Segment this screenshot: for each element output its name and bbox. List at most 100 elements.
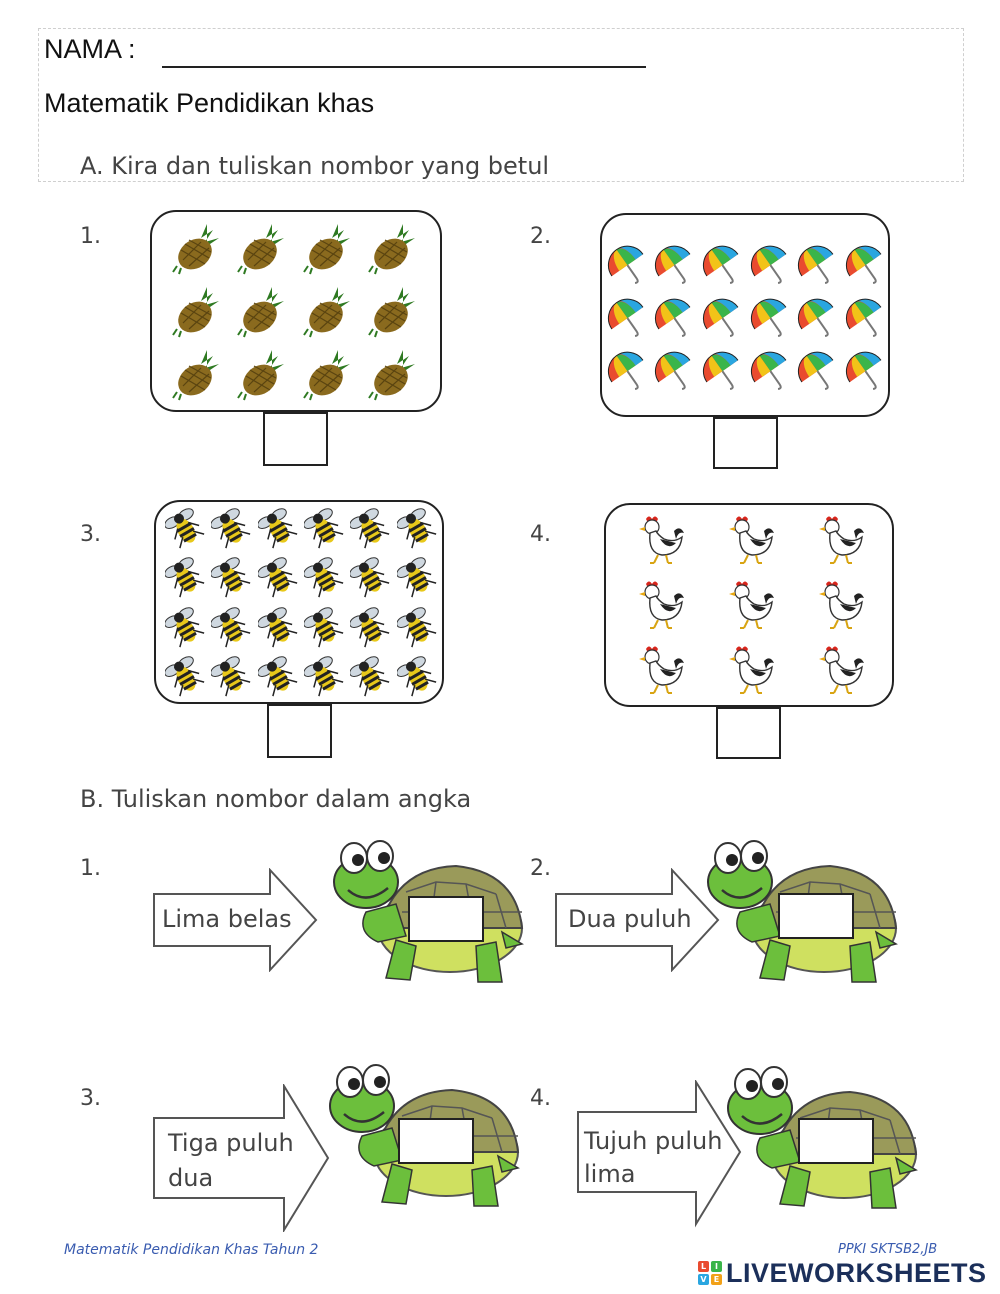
pineapple-icon — [297, 279, 363, 342]
question-b1-number: 1. — [80, 856, 101, 881]
bee-icon — [208, 554, 254, 604]
question-b4-text-line1: Tujuh puluh — [584, 1127, 723, 1155]
umbrella-icon — [652, 292, 700, 345]
umbrella-icon — [604, 346, 652, 399]
pineapple-grid — [166, 216, 428, 406]
umbrella-icon — [842, 239, 890, 292]
chicken-grid — [616, 507, 886, 703]
umbrella-icon — [747, 346, 795, 399]
chicken-icon — [796, 638, 886, 703]
question-b2-text-line1: Dua puluh — [568, 905, 692, 933]
name-answer-line[interactable] — [162, 66, 646, 68]
umbrella-icon — [699, 292, 747, 345]
bee-icon — [255, 504, 301, 554]
chicken-icon — [796, 572, 886, 637]
section-a-title: A. Kira dan tuliskan nombor yang betul — [80, 152, 550, 180]
umbrella-icon — [699, 346, 747, 399]
bee-icon — [347, 554, 393, 604]
bee-icon — [162, 603, 208, 653]
question-b2-answer-box[interactable] — [778, 893, 854, 939]
question-b3-number: 3. — [80, 1086, 101, 1111]
liveworksheets-brand: LIVEWORKSHEETS — [726, 1257, 987, 1288]
umbrella-icon — [604, 292, 652, 345]
pineapple-icon — [363, 343, 429, 406]
chicken-icon — [706, 638, 796, 703]
subject-title: Matematik Pendidikan khas — [44, 88, 375, 118]
question-b4-text-line2: lima — [584, 1160, 636, 1188]
question-a3-number: 3. — [80, 522, 101, 547]
question-a2-number: 2. — [530, 224, 551, 249]
header-frame — [38, 28, 964, 182]
bee-icon — [208, 504, 254, 554]
pineapple-icon — [232, 279, 298, 342]
question-a3-answer-box[interactable] — [267, 704, 332, 758]
bee-icon — [301, 504, 347, 554]
footer-left-text: Matematik Pendidikan Khas Tahun 2 — [64, 1242, 319, 1258]
pineapple-icon — [166, 279, 232, 342]
bee-grid — [162, 504, 440, 702]
bee-icon — [208, 653, 254, 703]
bee-icon — [301, 653, 347, 703]
bee-icon — [394, 653, 440, 703]
question-b2-number: 2. — [530, 856, 551, 881]
umbrella-icon — [795, 346, 843, 399]
bee-icon — [394, 603, 440, 653]
pineapple-icon — [166, 216, 232, 279]
question-b4-answer-box[interactable] — [798, 1118, 874, 1164]
question-a2-picture-box — [600, 213, 890, 417]
question-a4-number: 4. — [530, 522, 551, 547]
chicken-icon — [616, 572, 706, 637]
question-b3-answer-box[interactable] — [398, 1118, 474, 1164]
pineapple-icon — [363, 279, 429, 342]
question-a4-answer-box[interactable] — [716, 707, 781, 759]
bee-icon — [347, 603, 393, 653]
pineapple-icon — [363, 216, 429, 279]
pineapple-icon — [166, 343, 232, 406]
bee-icon — [208, 603, 254, 653]
bee-icon — [162, 504, 208, 554]
umbrella-icon — [652, 239, 700, 292]
question-b3-text-line1: Tiga puluh — [168, 1129, 294, 1157]
bee-icon — [347, 504, 393, 554]
section-b-title: B. Tuliskan nombor dalam angka — [80, 785, 472, 813]
umbrella-grid — [604, 239, 890, 399]
umbrella-icon — [842, 292, 890, 345]
umbrella-icon — [699, 239, 747, 292]
pineapple-icon — [232, 343, 298, 406]
bee-icon — [347, 653, 393, 703]
question-b1-text-line1: Lima belas — [162, 905, 292, 933]
pineapple-icon — [297, 216, 363, 279]
umbrella-icon — [604, 239, 652, 292]
question-b1-arrow — [153, 868, 318, 972]
question-a2-answer-box[interactable] — [713, 417, 778, 469]
umbrella-icon — [795, 292, 843, 345]
bee-icon — [301, 554, 347, 604]
bee-icon — [255, 653, 301, 703]
umbrella-icon — [747, 292, 795, 345]
bee-icon — [255, 554, 301, 604]
question-b1-answer-box[interactable] — [408, 896, 484, 942]
chicken-icon — [796, 507, 886, 572]
question-a1-number: 1. — [80, 224, 101, 249]
bee-icon — [301, 603, 347, 653]
question-b4-number: 4. — [530, 1086, 551, 1111]
question-a1-answer-box[interactable] — [263, 412, 328, 466]
chicken-icon — [616, 507, 706, 572]
chicken-icon — [706, 507, 796, 572]
umbrella-icon — [652, 346, 700, 399]
question-a1-picture-box — [150, 210, 442, 412]
question-a4-picture-box — [604, 503, 894, 707]
turtle-icon — [333, 840, 524, 983]
bee-icon — [394, 504, 440, 554]
name-label: NAMA : — [44, 34, 136, 64]
question-b3-arrow — [153, 1084, 330, 1232]
umbrella-icon — [795, 239, 843, 292]
chicken-icon — [616, 638, 706, 703]
bee-icon — [394, 554, 440, 604]
umbrella-icon — [747, 239, 795, 292]
umbrella-icon — [842, 346, 890, 399]
question-a3-picture-box — [154, 500, 444, 704]
footer-right-text: PPKI SKTSB2,JB — [838, 1242, 938, 1257]
